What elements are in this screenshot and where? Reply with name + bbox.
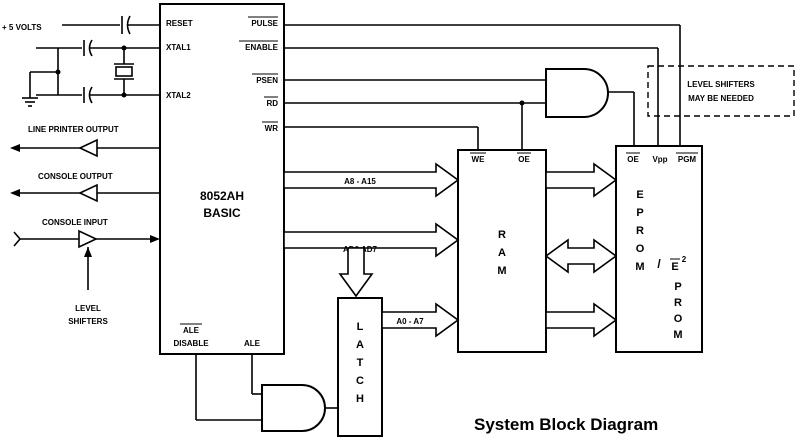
cpu-pin-rd: RD xyxy=(266,99,278,108)
e2prom-letter-m: M xyxy=(673,329,682,341)
ram-letter-a: A xyxy=(498,247,506,259)
ram-pin-oe: OE xyxy=(518,155,530,164)
bus-a0-a7-label: A0 - A7 xyxy=(396,317,424,326)
e2prom-letter-p: P xyxy=(674,281,681,293)
diagram-title: System Block Diagram xyxy=(474,415,658,434)
latch-letter-a: A xyxy=(356,339,364,351)
cpu-name-line2: BASIC xyxy=(203,206,241,220)
cpu-pin-ale: ALE xyxy=(244,339,261,348)
e2prom-letter-o: O xyxy=(674,313,683,325)
and-gate-bottom xyxy=(195,354,338,432)
cpu-pin-ale-disable-top: ALE xyxy=(183,326,200,335)
level-shifters-label-line1: LEVEL xyxy=(75,304,101,313)
bus-ram-eprom-lower xyxy=(545,302,618,338)
cpu-pin-wr: WR xyxy=(265,124,279,133)
e2prom-letter-e: E xyxy=(671,261,678,273)
console-output-line xyxy=(10,183,160,203)
eprom-block xyxy=(615,145,703,353)
console-input-line xyxy=(13,229,160,290)
pulse-wire xyxy=(284,24,681,146)
eprom-letter-e: E xyxy=(636,189,643,201)
level-shifters-note-line1: LEVEL SHIFTERS xyxy=(687,80,755,89)
supply-label: + 5 VOLTS xyxy=(2,23,42,32)
cpu-pin-reset: RESET xyxy=(166,19,193,28)
ram-letter-m: M xyxy=(497,265,506,277)
latch-letter-h: H xyxy=(356,393,364,405)
cpu-name-line1: 8052AH xyxy=(200,189,244,203)
cpu-pin-pulse: PULSE xyxy=(251,19,278,28)
latch-letter-t: T xyxy=(357,357,364,369)
bus-ad0-ad7 xyxy=(283,222,460,258)
eprom-pin-vpp: Vpp xyxy=(652,155,667,164)
bus-a8-a15-label: A8 - A15 xyxy=(344,177,376,186)
bus-a8-a15 xyxy=(283,162,460,198)
line-printer-label: LINE PRINTER OUTPUT xyxy=(28,125,119,134)
console-input-label: CONSOLE INPUT xyxy=(42,218,108,227)
enable-wire xyxy=(284,47,659,146)
latch-letter-c: C xyxy=(356,375,364,387)
eprom-pin-pgm: PGM xyxy=(678,155,697,164)
ram-letter-r: R xyxy=(498,229,506,241)
bus-ram-eprom-upper xyxy=(545,162,618,198)
cpu-block xyxy=(159,3,285,355)
and-gate-top xyxy=(545,68,635,146)
eprom-letter-o: O xyxy=(636,243,645,255)
latch-letter-l: L xyxy=(357,321,364,333)
eprom-letter-r: R xyxy=(636,225,644,237)
cpu-pin-xtal2: XTAL2 xyxy=(166,91,191,100)
bus-a0-a7 xyxy=(381,302,460,338)
line-printer-output-line xyxy=(10,138,160,158)
cpu-pin-enable: ENABLE xyxy=(245,43,279,52)
e2prom-superscript: 2 xyxy=(682,255,687,264)
bus-ad-to-latch xyxy=(338,247,374,298)
reset-wiring xyxy=(62,15,160,35)
ram-pin-we: WE xyxy=(472,155,486,164)
bus-ram-eprom-data xyxy=(544,238,618,274)
wr-wire xyxy=(284,126,479,150)
eprom-letter-p: P xyxy=(636,207,643,219)
cpu-pin-psen: PSEN xyxy=(256,76,278,85)
ram-block xyxy=(457,149,547,353)
crystal-circuit xyxy=(22,39,160,107)
e2prom-letter-r: R xyxy=(674,297,682,309)
level-shifters-label-line2: SHIFTERS xyxy=(68,317,108,326)
eprom-pin-oe: OE xyxy=(627,155,639,164)
latch-block xyxy=(337,297,383,437)
cpu-pin-ale-disable-bottom: DISABLE xyxy=(173,339,209,348)
eprom-letter-m: M xyxy=(635,261,644,273)
level-shifters-note-box xyxy=(647,65,795,117)
console-output-label: CONSOLE OUTPUT xyxy=(38,172,113,181)
level-shifters-note-line2: MAY BE NEEDED xyxy=(688,94,754,103)
cpu-pin-xtal1: XTAL1 xyxy=(166,43,191,52)
rd-wire xyxy=(284,100,546,150)
eprom-slash: / xyxy=(657,257,661,271)
